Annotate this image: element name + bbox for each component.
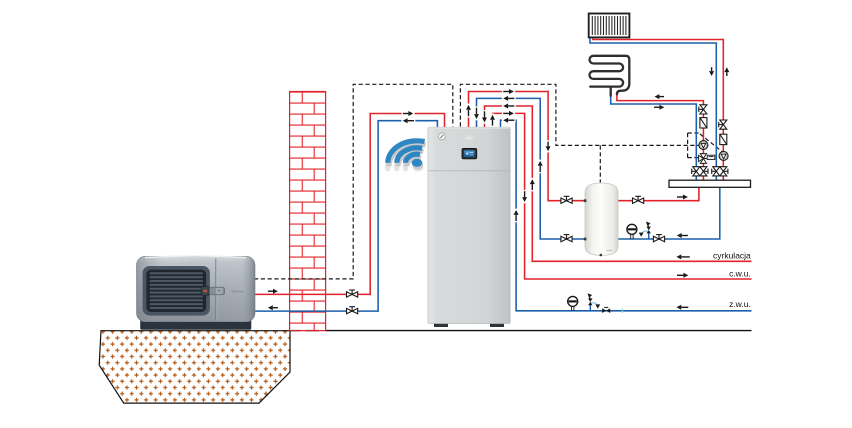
svg-text:c.w.u.: c.w.u. [729,269,751,279]
svg-text:airmax: airmax [231,288,243,293]
svg-text:cyrkulacja: cyrkulacja [713,250,751,260]
svg-text:z.w.u.: z.w.u. [729,299,751,309]
